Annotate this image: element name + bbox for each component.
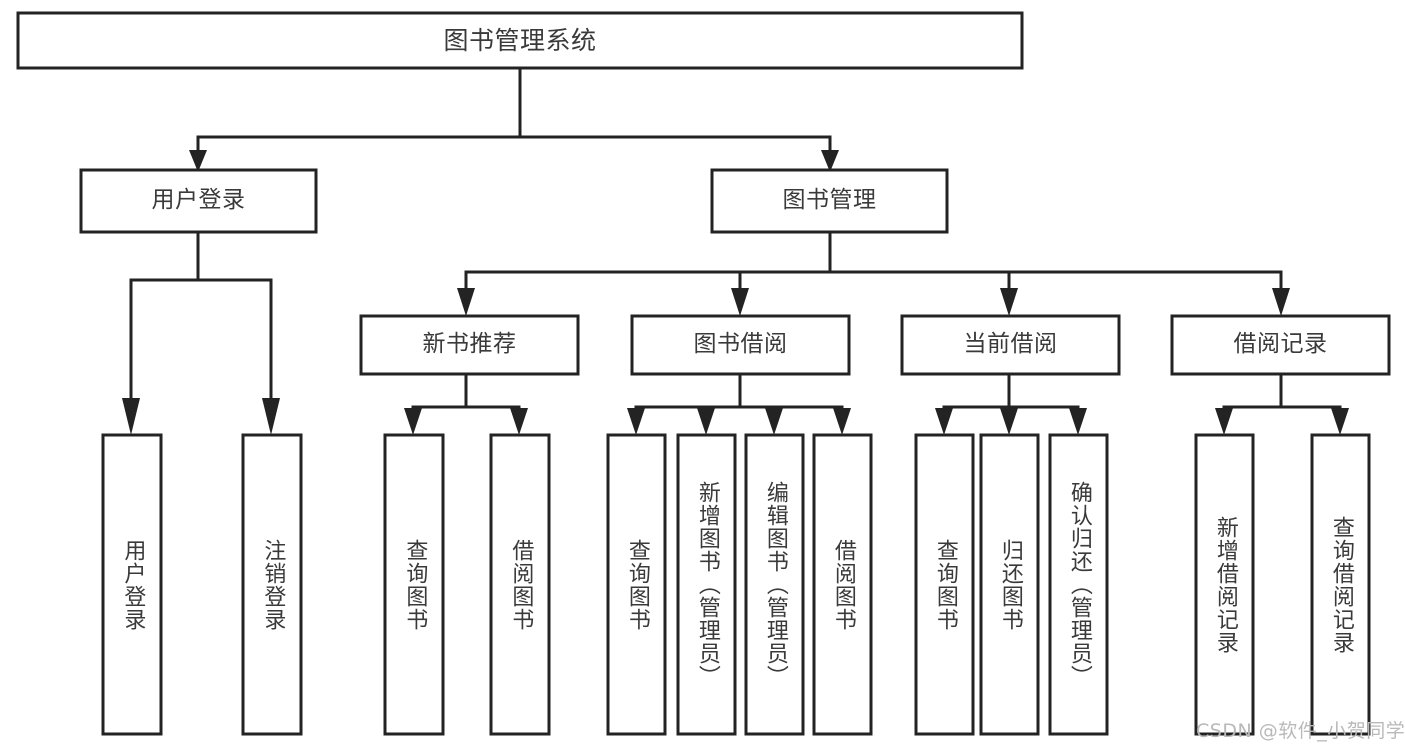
arrowhead-borrow-record <box>1272 288 1290 316</box>
arrowhead-leaf-query-record <box>1331 408 1349 435</box>
node-box-new-book-recommend[interactable] <box>359 314 580 376</box>
node-box-leaf-borrow-book-2[interactable] <box>812 433 873 736</box>
arrowhead-leaf-user-login <box>122 398 140 435</box>
csdn-watermark: CSDN @软件_小贺同学 <box>1196 720 1405 742</box>
node-box-leaf-add-book[interactable] <box>676 433 737 736</box>
node-box-leaf-query-book-3[interactable] <box>914 433 975 736</box>
node-box-leaf-query-book-1[interactable] <box>383 433 445 736</box>
node-box-leaf-borrow-book-1[interactable] <box>489 433 551 736</box>
arrowhead-book-borrow <box>731 288 749 316</box>
arrowhead-leaf-edit-book <box>765 408 783 435</box>
arrowhead-leaf-borrow-book-1 <box>510 408 528 435</box>
node-box-leaf-user-login[interactable] <box>101 433 163 736</box>
node-box-layer <box>16 11 1391 736</box>
node-box-leaf-add-record[interactable] <box>1194 433 1255 736</box>
arrowhead-leaf-confirm-return <box>1069 408 1087 435</box>
node-box-user-login[interactable] <box>79 168 318 234</box>
arrowhead-current-borrow <box>1000 288 1018 316</box>
node-box-leaf-confirm-return[interactable] <box>1048 433 1109 736</box>
node-box-leaf-return-book[interactable] <box>979 433 1040 736</box>
node-box-leaf-query-record[interactable] <box>1310 433 1371 736</box>
arrowhead-leaf-query-book-3 <box>935 408 953 435</box>
node-box-leaf-edit-book[interactable] <box>744 433 805 736</box>
arrowhead-leaf-borrow-book-2 <box>833 408 851 435</box>
arrowhead-leaf-add-record <box>1215 408 1233 435</box>
node-box-book-borrow[interactable] <box>630 314 851 376</box>
node-box-borrow-record[interactable] <box>1170 314 1391 376</box>
arrowhead-leaf-return-book <box>1000 408 1018 435</box>
arrowhead-leaf-user-logout <box>262 398 280 435</box>
arrowhead-leaf-query-book-1 <box>404 408 422 435</box>
arrowhead-user-login <box>189 150 207 172</box>
node-box-current-borrow[interactable] <box>900 314 1121 376</box>
node-box-leaf-query-book-2[interactable] <box>606 433 667 736</box>
node-box-root[interactable] <box>16 11 1024 70</box>
arrowhead-book-management <box>821 150 839 172</box>
node-box-book-management[interactable] <box>710 168 949 234</box>
arrowhead-leaf-add-book <box>697 408 715 435</box>
node-box-leaf-user-logout[interactable] <box>241 433 303 736</box>
connector-layer <box>122 66 1349 435</box>
arrowhead-leaf-query-book-2 <box>627 408 645 435</box>
arrowhead-new-book-recommend <box>457 288 475 316</box>
